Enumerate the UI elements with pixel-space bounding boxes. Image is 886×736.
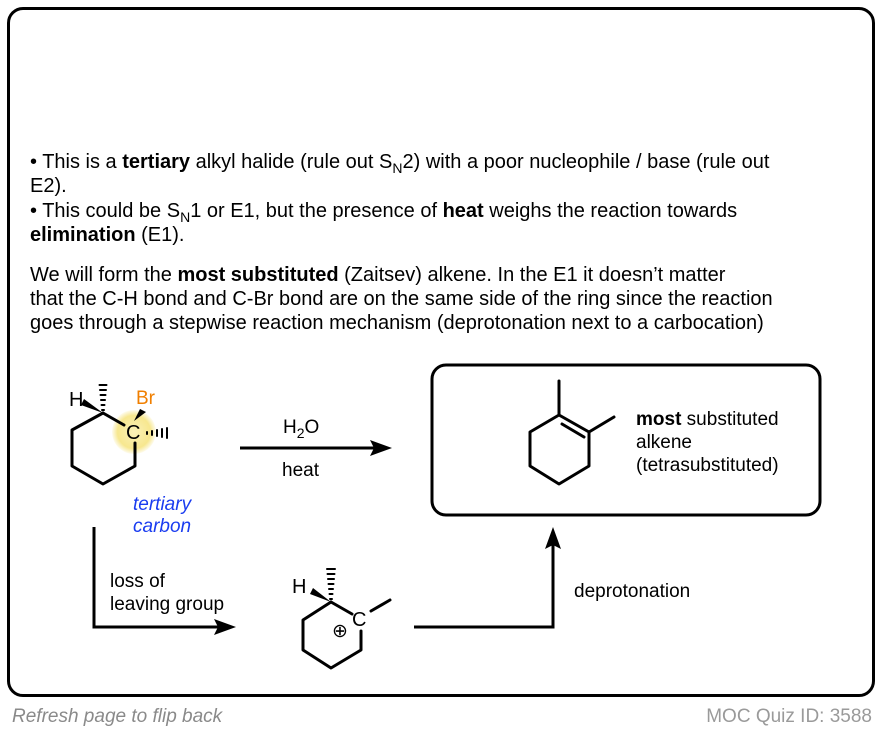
br-atom-label: Br	[136, 388, 155, 409]
paragraph-line-1: We will form the most substituted (Zaits…	[30, 263, 725, 287]
paragraph-line-3: goes through a stepwise reaction mechani…	[30, 312, 764, 334]
bold-heat: heat	[442, 200, 484, 222]
quiz-id: MOC Quiz ID: 3588	[706, 706, 872, 727]
text: (Zaitsev) alkene. In the E1 it doesn’t m…	[338, 264, 726, 286]
product-label-line-1: most substituted	[636, 409, 779, 431]
ring-bonds	[301, 600, 363, 670]
bullet-2-line-1: • This could be SN1 or E1, but the prese…	[30, 199, 738, 225]
bold-elimination: elimination	[30, 224, 136, 246]
text: alkyl halide (rule out S	[190, 151, 393, 173]
carbocation-h-label: H	[292, 576, 307, 598]
tertiary-carbon-annotation-line-2: carbon	[133, 516, 192, 537]
hashed-methyl-right	[146, 427, 168, 439]
quiz-card[interactable]	[7, 7, 875, 697]
reaction-arrowhead	[370, 440, 392, 456]
subscript: 2	[296, 425, 305, 441]
wedge-bond-h	[310, 588, 331, 602]
text: O	[304, 417, 320, 438]
paragraph-line-2: that the C-H bond and C-Br bond are on t…	[30, 288, 773, 310]
text: H	[283, 417, 297, 438]
product-label-line-3: (tetrasubstituted)	[636, 455, 779, 476]
bold-tertiary: tertiary	[122, 151, 191, 173]
bullet-1-line-1: • This is a tertiary alkyl halide (rule …	[30, 150, 770, 176]
step1-label-line-2: leaving group	[110, 594, 225, 615]
step1-label-line-1: loss of	[110, 571, 165, 592]
starting-material-molecule	[70, 384, 168, 486]
text: We will form the	[30, 264, 178, 286]
reagent-heat: heat	[282, 460, 319, 481]
text: weighs the reaction towards	[483, 200, 738, 222]
bullet-2-line-2: elimination (E1).	[30, 223, 184, 247]
methyl-right	[587, 415, 616, 434]
text: • This is a	[30, 151, 123, 173]
hashed-methyl-up	[326, 568, 336, 600]
text: (E1).	[135, 224, 185, 246]
step1-arrowhead	[214, 619, 236, 635]
bond	[101, 411, 126, 427]
hashed-methyl-up	[98, 384, 108, 411]
text: 1 or E1, but the presence of	[190, 200, 443, 222]
wedge-bond-br	[134, 409, 146, 421]
bond	[329, 600, 354, 616]
reagent-water: H2O	[283, 417, 320, 441]
text: substituted	[681, 409, 779, 430]
bullet-1-line-2: E2).	[30, 175, 67, 197]
refresh-hint: Refresh page to flip back	[12, 706, 223, 727]
double-bond-inner	[560, 422, 586, 439]
subscript: N	[180, 209, 191, 225]
loss-of-leaving-group-arrow	[92, 527, 222, 629]
product-label-line-2: alkene	[636, 432, 692, 453]
step2-arrowhead	[545, 527, 561, 549]
text: • This could be S	[30, 200, 181, 222]
deprotonation-arrow	[414, 542, 555, 629]
carbocation-molecule	[301, 568, 392, 670]
product-box	[430, 363, 822, 517]
tertiary-carbon-annotation-line-1: tertiary	[133, 494, 192, 515]
step2-label: deprotonation	[574, 581, 691, 602]
subscript: N	[392, 160, 403, 176]
positive-charge-icon: ⊕	[332, 621, 348, 642]
ring-bonds	[528, 413, 591, 486]
product-molecule	[528, 379, 616, 486]
carbocation-c-label: C	[352, 609, 367, 631]
h-atom-label: H	[69, 389, 84, 411]
wedge-bond-h	[81, 399, 103, 413]
bold-most: most	[636, 409, 682, 430]
tertiary-carbon-highlight	[112, 410, 156, 454]
bold-most-substituted: most substituted	[177, 264, 339, 286]
c-atom-label: C	[126, 422, 141, 444]
ring-bonds	[70, 411, 137, 486]
text: 2) with a poor nucleophile / base (rule …	[402, 151, 770, 173]
methyl-right	[369, 598, 392, 613]
